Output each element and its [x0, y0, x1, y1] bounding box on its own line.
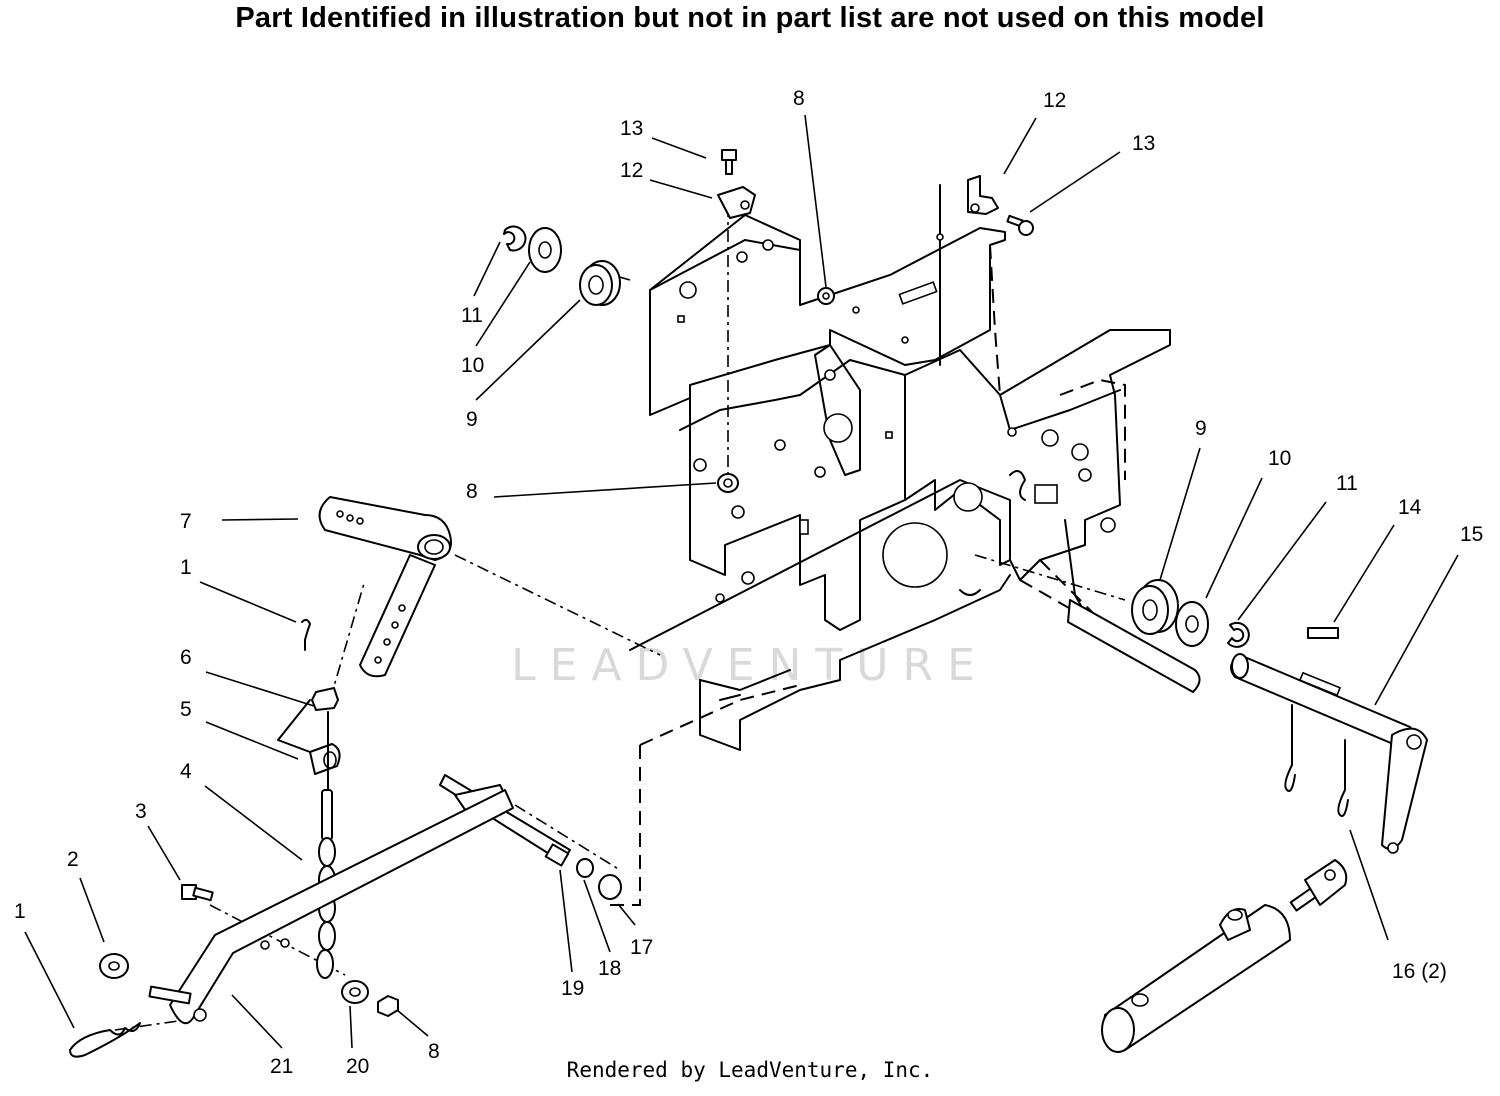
nut-8-upper — [817, 287, 835, 305]
shaft-stub — [1067, 599, 1201, 693]
nut-8-lower — [377, 995, 399, 1017]
nut-6 — [311, 687, 339, 711]
hairpin-16-b — [1337, 739, 1349, 817]
bolt-3 — [181, 884, 214, 902]
callout-11-upper: 11 — [461, 304, 483, 327]
callout-5: 5 — [180, 698, 192, 721]
callout-14: 14 — [1398, 496, 1422, 519]
key-14 — [1307, 627, 1339, 639]
lift-arm-7 — [318, 496, 452, 678]
bolt-13-right — [1006, 214, 1034, 236]
callout-8-lower: 8 — [428, 1040, 440, 1063]
clip-12-upper — [717, 186, 756, 219]
callout-11-lower: 11 — [1336, 472, 1358, 495]
callout-4: 4 — [180, 760, 192, 783]
hairpin-1-upper — [301, 618, 311, 651]
e-ring-clip-11-upper — [503, 225, 527, 252]
trunnion-5 — [277, 699, 341, 775]
callouts: 13 12 8 12 13 11 10 9 8 7 1 6 5 4 3 2 1 … — [14, 87, 1483, 1078]
washer-20 — [341, 980, 369, 1004]
diagram-notice: Part Identified in illustration but not … — [235, 2, 1265, 34]
callout-15: 15 — [1460, 523, 1483, 546]
rock-shaft-21 — [148, 774, 571, 1025]
callout-2: 2 — [67, 848, 79, 871]
washer-2 — [99, 953, 129, 979]
bushing-9-lower — [1131, 579, 1179, 635]
callout-6: 6 — [180, 646, 192, 669]
cross-shaft-15 — [1230, 653, 1428, 854]
callout-18: 18 — [598, 957, 621, 980]
callout-16: 16 (2) — [1392, 960, 1447, 983]
washer-10-upper — [528, 227, 562, 273]
e-ring-clip-11-lower — [1227, 621, 1250, 648]
callout-12-upper: 12 — [620, 159, 643, 182]
washer-10-lower — [1175, 601, 1209, 647]
clip-18 — [576, 858, 594, 878]
callout-12-right: 12 — [1043, 89, 1066, 112]
bushing-9-upper — [579, 260, 621, 306]
bolt-13-upper — [721, 149, 737, 175]
callout-10-upper: 10 — [461, 354, 484, 377]
hairpin-16-a — [1284, 704, 1296, 792]
leader-lines — [24, 114, 1459, 1049]
callout-7: 7 — [180, 510, 192, 533]
lift-cylinder — [1101, 859, 1348, 1053]
callout-19: 19 — [561, 977, 584, 1000]
callout-3: 3 — [135, 800, 147, 823]
callout-1-lower: 1 — [14, 900, 26, 923]
callout-8-top: 8 — [793, 87, 805, 110]
nut-8-middle — [717, 473, 739, 493]
callout-21: 21 — [270, 1055, 293, 1078]
callout-17: 17 — [630, 936, 653, 959]
callout-10-lower: 10 — [1268, 447, 1291, 470]
callout-8-middle: 8 — [466, 480, 478, 503]
clip-12-right — [967, 175, 999, 215]
watermark: LEADVENTURE — [511, 640, 989, 691]
clevis-pin-1-lower — [69, 1022, 141, 1058]
footer-credit: Rendered by LeadVenture, Inc. — [566, 1058, 934, 1082]
callout-20: 20 — [346, 1055, 369, 1078]
shaft-end-19 — [544, 843, 570, 867]
callout-9-upper: 9 — [466, 408, 478, 431]
callout-1-upper: 1 — [180, 556, 192, 579]
callout-13-right: 13 — [1132, 132, 1155, 155]
callout-13-upper: 13 — [620, 117, 643, 140]
callout-9-lower: 9 — [1195, 417, 1207, 440]
bushing-17 — [598, 874, 622, 900]
